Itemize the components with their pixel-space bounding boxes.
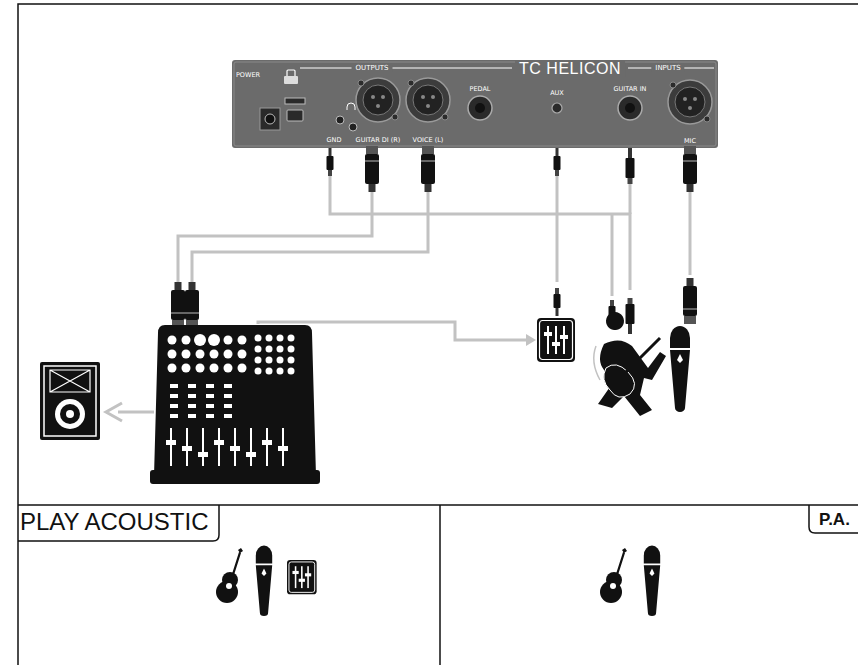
section-tab: PLAY ACOUSTIC <box>20 510 209 537</box>
panel-label: OUTPUTS <box>352 65 393 72</box>
mixer-button <box>188 414 196 418</box>
mixer-icon <box>150 325 320 484</box>
mixer-button <box>206 384 214 388</box>
section-title: P.A. <box>819 510 850 529</box>
mixer-knob <box>288 335 295 342</box>
panel-label: GUITAR IN <box>614 86 647 93</box>
arrow-head <box>526 334 536 346</box>
mixer-button <box>224 414 232 418</box>
fader-slot <box>266 428 268 466</box>
mixer-knob <box>277 346 284 353</box>
mixer-knob <box>266 368 273 375</box>
mixer-knob <box>168 364 177 373</box>
mixer-knob <box>208 334 220 346</box>
panel-label: INPUTS <box>651 65 684 72</box>
mixer-knob <box>224 336 233 345</box>
mixer-button <box>224 394 232 398</box>
mixer-knob <box>266 346 273 353</box>
mixer-knob <box>255 357 262 364</box>
mixer-button <box>224 404 232 408</box>
panel-label: PEDAL <box>470 86 491 93</box>
panel-label: AUX <box>550 90 564 97</box>
mixer-button <box>170 394 178 398</box>
panel-label: TC HELICON <box>515 61 625 77</box>
mixer-knob <box>277 368 284 375</box>
tab-line <box>809 505 858 533</box>
mixer-button <box>224 384 232 388</box>
mixer-button <box>170 414 178 418</box>
mixer-knob <box>224 350 233 359</box>
mixer-knob <box>168 336 177 345</box>
fader-cap <box>230 446 240 451</box>
mixer-knob <box>277 335 284 342</box>
mixer-button <box>188 394 196 398</box>
mixer-button <box>188 404 196 408</box>
section-title: PLAY ACOUSTIC <box>20 508 209 535</box>
mixer-button <box>170 384 178 388</box>
panel-label: GND <box>327 137 342 144</box>
mixer-button <box>188 384 196 388</box>
panel-label: VOICE (L) <box>413 137 444 144</box>
mixer-knob <box>238 364 247 373</box>
frame <box>18 4 858 665</box>
mixer-button <box>206 394 214 398</box>
mixer-knob <box>277 357 284 364</box>
section-tab: P.A. <box>819 510 850 529</box>
fader-cap <box>262 440 272 445</box>
mixer-knob <box>255 335 262 342</box>
mixer-button <box>206 414 214 418</box>
mixer-knob <box>238 350 247 359</box>
fader-cap <box>198 452 208 457</box>
fader-cap <box>246 452 256 457</box>
fader-slot <box>250 428 252 466</box>
fader-cap <box>182 446 192 451</box>
mixer-knob <box>266 357 273 364</box>
guitarist-icon <box>594 312 666 416</box>
mixer-knob <box>266 335 273 342</box>
rear-panel <box>232 60 718 148</box>
mixer-knob <box>255 346 262 353</box>
mixer-knob <box>288 368 295 375</box>
mixer-knob <box>194 334 206 346</box>
mixer-knob <box>182 336 191 345</box>
mixer-knob <box>210 350 219 359</box>
fader-slot <box>170 428 172 466</box>
panel-label: MIC <box>684 138 696 145</box>
mixer-knob <box>288 346 295 353</box>
mixer-knob <box>182 350 191 359</box>
fader-cap <box>214 440 224 445</box>
mixer-button <box>170 404 178 408</box>
cables <box>178 170 690 340</box>
mixer-knob <box>288 357 295 364</box>
rear-panel: POWER OUTPUTS TC HELICON INPUTS PEDAL AUX GUIT… <box>232 60 718 148</box>
mixer-knob <box>238 336 247 345</box>
tab-line <box>18 505 219 541</box>
mixer-knob <box>168 350 177 359</box>
speaker-icon <box>40 362 100 440</box>
arrow-head <box>106 403 122 421</box>
fader-cap <box>278 446 288 451</box>
mixer-knob <box>182 364 191 373</box>
fader-slot <box>218 428 220 466</box>
mixer-knob <box>255 368 262 375</box>
mixer-knob <box>196 364 205 373</box>
fader-cap <box>166 440 176 445</box>
mixer-knob <box>224 364 233 373</box>
mixer-knob <box>210 364 219 373</box>
mixer-button <box>206 404 214 408</box>
panel-label: POWER <box>236 72 260 79</box>
mixer-knob <box>196 350 205 359</box>
fader-slot <box>202 428 204 466</box>
output-arrow <box>118 411 154 414</box>
panel-label: GUITAR DI (R) <box>356 137 401 144</box>
